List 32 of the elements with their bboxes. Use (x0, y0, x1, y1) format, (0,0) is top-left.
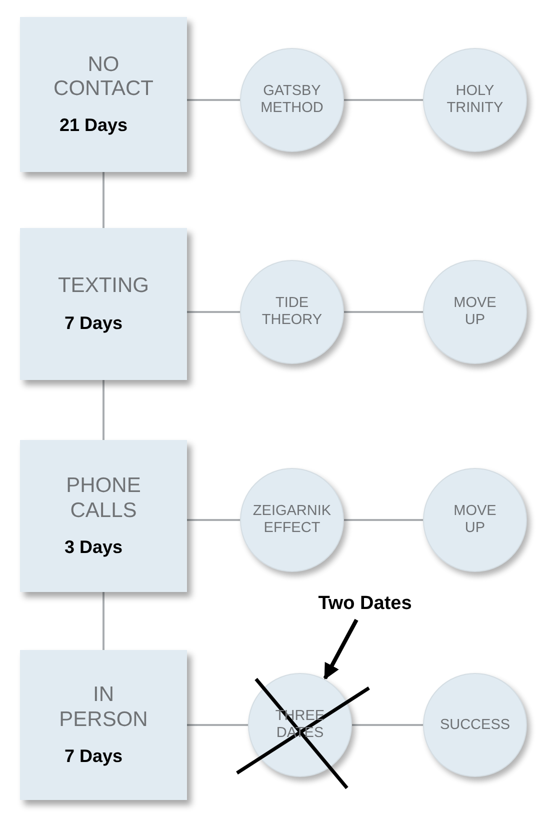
duration-label: 7 Days (64, 746, 123, 767)
stage-box (20, 17, 187, 172)
connector-line (344, 519, 423, 521)
connector-line (102, 592, 104, 650)
stage-box (20, 228, 187, 380)
stage-label: NO CONTACT (54, 52, 154, 102)
node-label: MOVE UP (454, 503, 496, 537)
connector-line (344, 311, 423, 313)
connector-line (102, 172, 104, 228)
connector-line (102, 380, 104, 440)
node-label: SUCCESS (440, 716, 510, 734)
stage-label: PHONE CALLS (66, 474, 141, 523)
connector-line (187, 724, 248, 726)
arrow (323, 618, 358, 680)
stage-box (20, 440, 187, 592)
annotation-text: Two Dates (318, 593, 412, 615)
duration-label: 3 Days (64, 536, 123, 558)
connector-line (187, 99, 240, 101)
connector-line (352, 724, 423, 726)
node-label: ZEIGARNIK EFFECT (252, 503, 332, 537)
stage-box (20, 650, 187, 800)
node-label: TIDE THEORY (262, 295, 322, 329)
connector-line (187, 311, 240, 313)
node-label: GATSBY METHOD (260, 83, 324, 117)
node-label: MOVE UP (454, 295, 496, 329)
duration-label: 21 Days (59, 115, 128, 136)
stage-label: IN PERSON (59, 683, 148, 732)
duration-label: 7 Days (64, 312, 123, 334)
stage-label: TEXTING (58, 274, 149, 299)
connector-line (344, 99, 423, 101)
connector-line (187, 519, 240, 521)
node-label: HOLY TRINITY (446, 83, 504, 117)
